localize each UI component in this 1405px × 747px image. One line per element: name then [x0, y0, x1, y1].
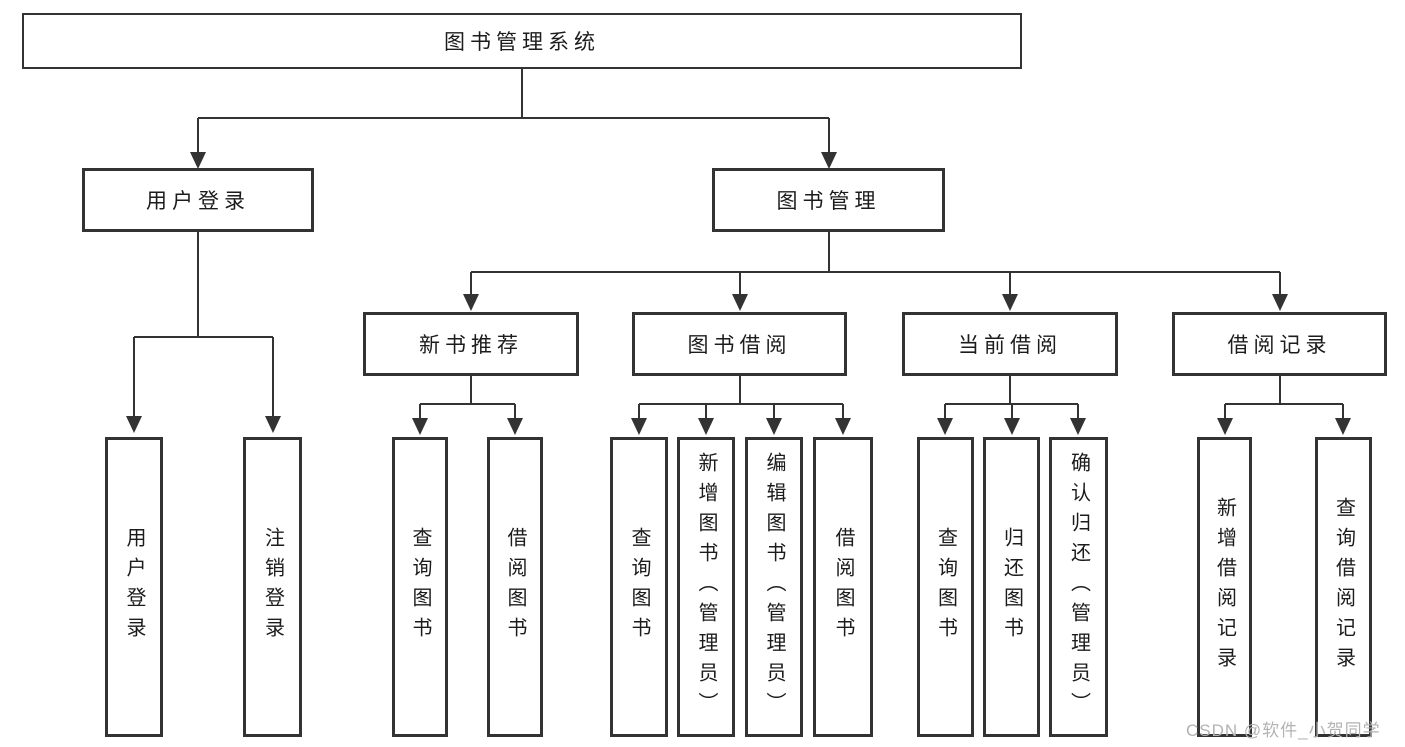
arrow-down-icon [190, 152, 206, 169]
node-leaf-query-books-1: 查询图书 [392, 437, 448, 737]
arrow-down-icon [507, 418, 523, 435]
borrow-record-to-leaves-connector [1224, 376, 1344, 420]
node-current-borrow: 当前借阅 [902, 312, 1118, 376]
arrow-down-icon [937, 418, 953, 435]
arrowhead-icons [126, 152, 1351, 435]
arrow-down-icon [1002, 294, 1018, 311]
arrow-down-icon [766, 418, 782, 435]
leaf-label: 新增图书（管理员） [695, 452, 717, 722]
arrow-down-icon [698, 418, 714, 435]
leaf-label: 用户登录 [123, 527, 145, 647]
arrow-down-icon [126, 416, 142, 433]
connector-paths [133, 69, 1344, 420]
node-leaf-query-books-3: 查询图书 [917, 437, 974, 737]
node-leaf-query-borrow-record: 查询借阅记录 [1315, 437, 1372, 737]
leaf-label: 借阅图书 [504, 527, 526, 647]
node-book-borrow: 图书借阅 [632, 312, 847, 376]
arrow-down-icon [835, 418, 851, 435]
leaf-label: 查询图书 [409, 527, 431, 647]
arrow-down-icon [265, 416, 281, 433]
arrow-down-icon [412, 418, 428, 435]
arrow-down-icon [1070, 418, 1086, 435]
current-borrow-to-leaves-connector [944, 376, 1079, 420]
arrow-down-icon [732, 294, 748, 311]
node-leaf-logout: 注销登录 [243, 437, 302, 737]
node-new-book-recommend: 新书推荐 [363, 312, 579, 376]
node-leaf-confirm-return-admin: 确认归还（管理员） [1049, 437, 1108, 737]
leaf-label: 注销登录 [261, 527, 284, 647]
node-root-library-system: 图书管理系统 [22, 13, 1022, 69]
leaf-label: 新增借阅记录 [1213, 497, 1236, 677]
arrow-down-icon [1335, 418, 1351, 435]
arrow-down-icon [631, 418, 647, 435]
root-to-level2-connector [197, 69, 830, 154]
node-user-login: 用户登录 [82, 168, 314, 232]
leaf-label: 确认归还（管理员） [1067, 452, 1090, 722]
node-book-management: 图书管理 [712, 168, 945, 232]
node-leaf-borrow-books-2: 借阅图书 [813, 437, 873, 737]
leaf-label: 归还图书 [1000, 527, 1023, 647]
leaf-label: 查询图书 [628, 527, 650, 647]
node-leaf-add-books-admin: 新增图书（管理员） [677, 437, 735, 737]
book-management-to-level3-connector [470, 232, 1281, 296]
node-leaf-edit-books-admin: 编辑图书（管理员） [745, 437, 803, 737]
csdn-watermark: CSDN @软件_小贺同学 [1186, 721, 1381, 740]
book-borrow-to-leaves-connector [638, 376, 844, 420]
arrow-down-icon [1004, 418, 1020, 435]
arrow-down-icon [463, 294, 479, 311]
node-borrow-record: 借阅记录 [1172, 312, 1387, 376]
leaf-label: 查询图书 [934, 527, 957, 647]
node-leaf-query-books-2: 查询图书 [610, 437, 668, 737]
leaf-label: 借阅图书 [832, 527, 854, 647]
leaf-label: 查询借阅记录 [1332, 497, 1355, 677]
arrow-down-icon [821, 152, 837, 169]
arrow-down-icon [1217, 418, 1233, 435]
new-book-recommend-to-leaves-connector [419, 376, 516, 420]
node-leaf-add-borrow-record: 新增借阅记录 [1197, 437, 1252, 737]
user-login-to-leaves-connector [133, 232, 274, 418]
node-leaf-return-books: 归还图书 [983, 437, 1040, 737]
arrow-down-icon [1272, 294, 1288, 311]
node-leaf-user-login: 用户登录 [105, 437, 163, 737]
node-leaf-borrow-books-1: 借阅图书 [487, 437, 543, 737]
leaf-label: 编辑图书（管理员） [763, 452, 785, 722]
